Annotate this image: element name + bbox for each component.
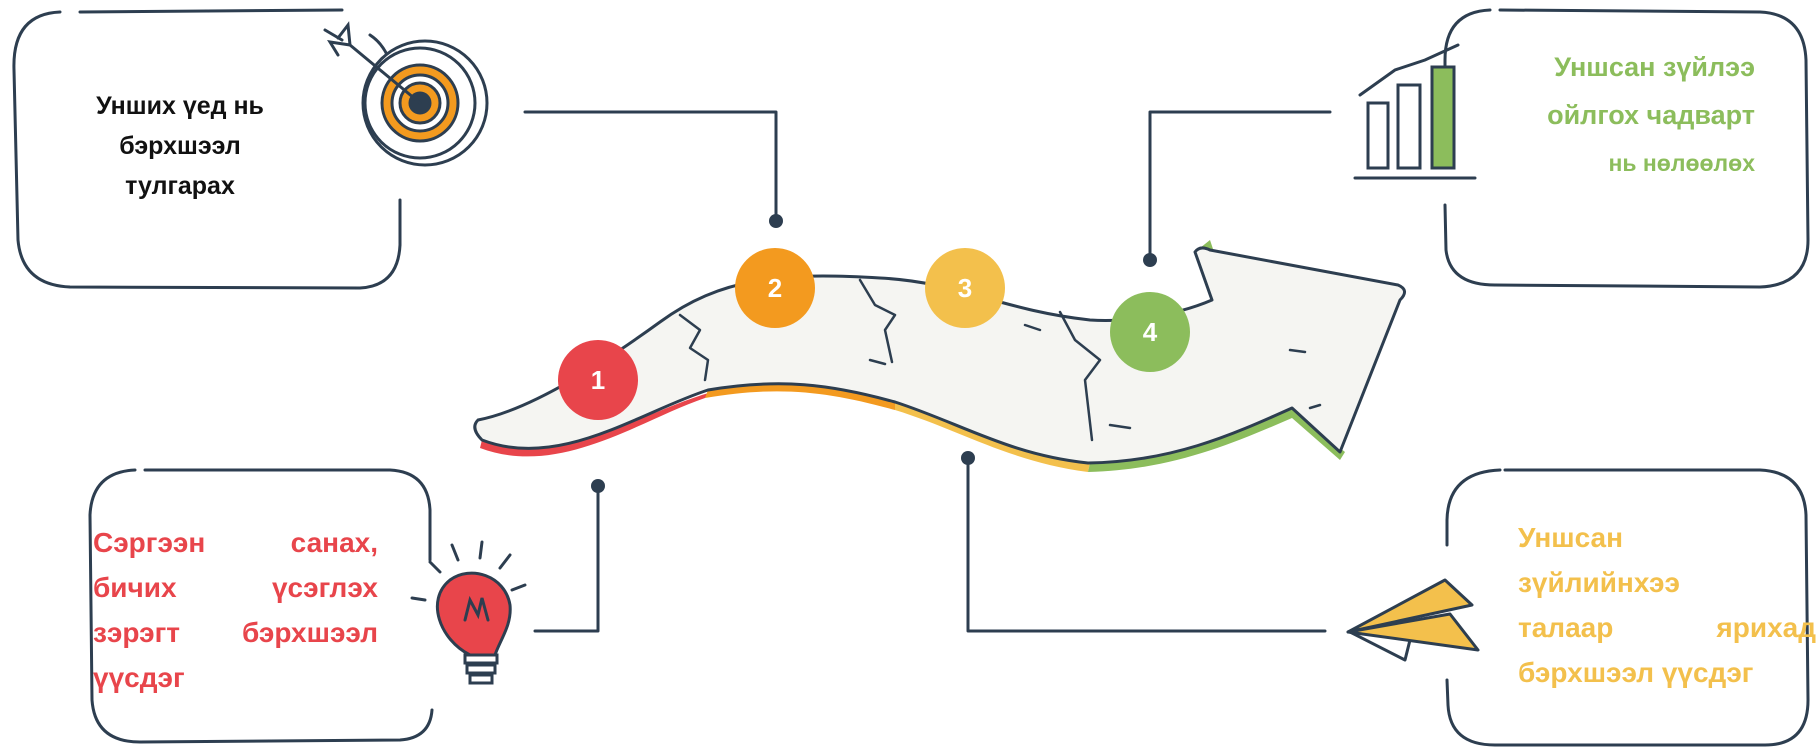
target-icon [325,25,487,165]
connector-1 [535,486,598,631]
step-marker-4: 4 [1110,292,1190,372]
connector-dot-1 [591,479,605,493]
step-marker-1: 1 [558,340,638,420]
connector-dot-4 [1143,253,1157,267]
paper-plane-icon [1348,580,1478,660]
connector-2 [525,112,776,218]
lightbulb-icon [412,542,525,683]
step-marker-2: 2 [735,248,815,328]
connector-4 [1150,112,1330,258]
step-marker-3: 3 [925,248,1005,328]
connector-dot-2 [769,214,783,228]
step-4-text: Уншсан зүйлээ ойлгох чадварт нь нөлөөлөх [1455,43,1755,187]
connector-3 [968,458,1325,631]
step-2-text: Унших үед нь бэрхшээл тулгарах [60,86,300,206]
connector-dot-3 [961,451,975,465]
